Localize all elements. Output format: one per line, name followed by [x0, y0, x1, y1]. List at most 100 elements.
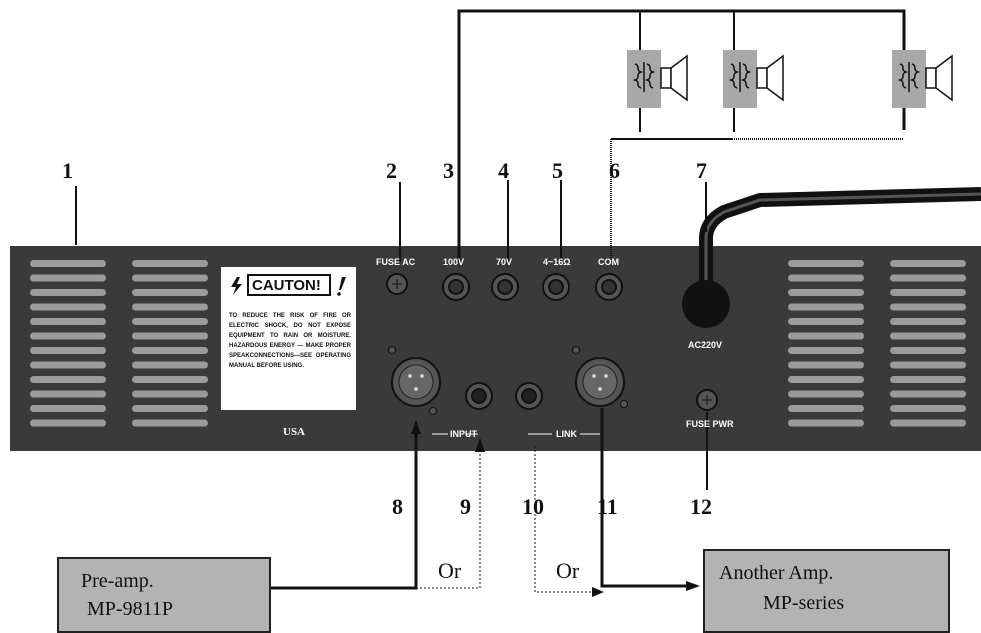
speaker-2 [723, 50, 784, 108]
label-com: COM [598, 257, 619, 267]
vent-slot [132, 419, 208, 427]
preamp-line1: Pre-amp. [81, 570, 154, 592]
vent-slot [788, 390, 864, 398]
vent-slot [788, 318, 864, 325]
terminal-100v [442, 273, 470, 301]
callout-6: 6 [609, 158, 620, 183]
caution-heading: CAUTON! [252, 277, 321, 294]
vent-slot [890, 289, 966, 296]
speaker-3 [892, 50, 953, 108]
caution-text: TO REDUCE THE RISK OF FIRE OR ELECTRIC S… [229, 313, 351, 369]
warning-exclamation-icon [337, 277, 346, 296]
label-fuse-pwr: FUSE PWR [686, 419, 734, 429]
vent-slot [890, 318, 966, 325]
vent-slot [890, 260, 966, 267]
vent-slot [788, 303, 864, 311]
xlr-link-connector [572, 346, 628, 408]
label-link: LINK [556, 429, 577, 439]
vent-slot [132, 361, 208, 369]
callout-12: 12 [690, 494, 712, 519]
vent-slot [132, 390, 208, 398]
vent-slot [30, 289, 106, 296]
callout-1: 1 [62, 158, 73, 183]
callout-7: 7 [696, 158, 707, 183]
vent-slot [30, 361, 106, 369]
lightning-icon [231, 277, 242, 295]
terminal-com [595, 273, 623, 301]
callout-4: 4 [498, 158, 509, 183]
or-label-input: Or [438, 558, 462, 583]
vent-slot [30, 274, 106, 282]
callout-5: 5 [552, 158, 563, 183]
jack-link [515, 382, 543, 410]
preamp-box: Pre-amp. MP-9811P [57, 557, 271, 633]
label-70v: 70V [496, 257, 513, 267]
caution-label: CAUTON! TO REDUCE THE RISK OF FIRE OR EL… [221, 267, 356, 410]
vent-slot [132, 347, 208, 354]
terminal-70v [491, 273, 519, 301]
wire-xlr-link-to-amp [600, 408, 690, 588]
vent-slot [132, 332, 208, 340]
vent-slot [30, 332, 106, 340]
vent-slot [132, 405, 208, 412]
another-amp-line2: MP-series [763, 592, 845, 614]
vent-slot [30, 260, 106, 267]
vent-slot [30, 303, 106, 311]
vent-slot [788, 361, 864, 369]
vent-slot [30, 347, 106, 354]
vent-slot [132, 274, 208, 282]
vent-slots [30, 260, 966, 427]
vent-slot [30, 419, 106, 427]
vent-slot [788, 332, 864, 340]
vent-slot [890, 405, 966, 412]
callout-3: 3 [443, 158, 454, 183]
label-usa: USA [283, 426, 306, 438]
ac-power-inlet [682, 280, 730, 328]
vent-slot [788, 347, 864, 354]
callout-2: 2 [386, 158, 397, 183]
vent-slot [788, 260, 864, 267]
another-amp-line1: Another Amp. [719, 562, 834, 584]
vent-slot [890, 419, 966, 427]
xlr-input-connector [388, 346, 441, 415]
wire-100v-to-speakers [457, 9, 906, 262]
vent-slot [132, 303, 208, 311]
vent-slot [788, 405, 864, 412]
label-fuse-ac: FUSE AC [376, 257, 416, 267]
vent-slot [890, 376, 966, 383]
label-4-16ohm: 4~16Ω [543, 257, 571, 267]
vent-slot [788, 419, 864, 427]
wire-preamp-or-jack [416, 446, 481, 589]
vent-slot [890, 332, 966, 340]
vent-slot [788, 289, 864, 296]
another-amp-box: Another Amp. MP-series [703, 549, 950, 633]
speaker-1 [627, 50, 688, 108]
vent-slot [30, 376, 106, 383]
jack-input [465, 382, 493, 410]
vent-slot [890, 361, 966, 369]
or-label-link: Or [556, 558, 580, 583]
vent-slot [890, 274, 966, 282]
vent-slot [30, 318, 106, 325]
label-input: INPUT [450, 429, 477, 439]
vent-slot [788, 274, 864, 282]
vent-slot [788, 376, 864, 383]
callout-11: 11 [597, 494, 618, 519]
vent-slot [30, 405, 106, 412]
fuse-ac-holder [386, 273, 408, 295]
vent-slot [30, 390, 106, 398]
caution-heading-box [247, 274, 331, 296]
label-100v: 100V [443, 257, 465, 267]
terminal-4-16ohm [542, 273, 570, 301]
vent-slot [132, 376, 208, 383]
wire-link-jack-to-amp [534, 446, 596, 593]
vent-slot [132, 289, 208, 296]
vent-slot [890, 347, 966, 354]
vent-slot [890, 390, 966, 398]
callout-10: 10 [522, 494, 544, 519]
label-ac220v: AC220V [688, 340, 723, 350]
vent-slot [132, 318, 208, 325]
vent-slot [132, 260, 208, 267]
